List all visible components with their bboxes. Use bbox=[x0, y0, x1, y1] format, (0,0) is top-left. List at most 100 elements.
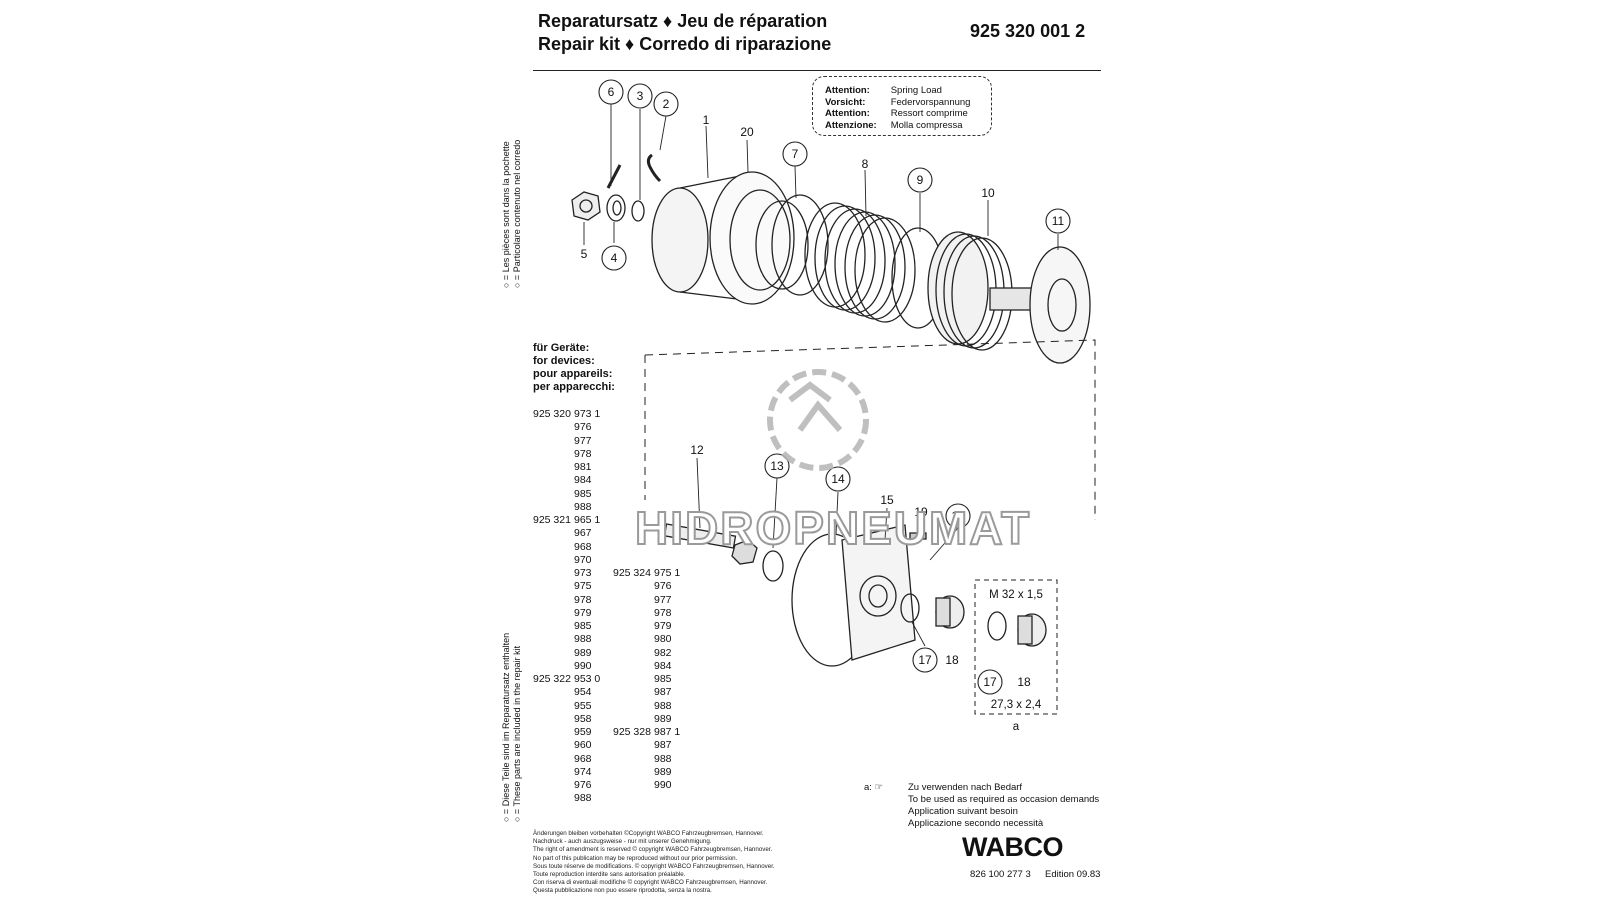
device-number: 990 bbox=[574, 659, 592, 672]
detail-oring-size: 27,3 x 2,4 bbox=[991, 699, 1042, 711]
legend-line: Zu verwenden nach Bedarf bbox=[908, 782, 1023, 793]
callout-18-detail: 18 bbox=[1017, 675, 1031, 689]
device-row: 976 bbox=[613, 580, 680, 593]
device-row: 960 bbox=[533, 739, 600, 752]
copyright-notice: Änderungen bleiben vorbehalten ©Copyrigh… bbox=[533, 830, 793, 896]
device-row: 985 bbox=[533, 620, 600, 633]
device-series-prefix: 925 324 bbox=[613, 567, 651, 579]
device-number: 977 bbox=[654, 593, 672, 606]
device-number: 979 bbox=[654, 620, 672, 632]
device-number: 985 bbox=[574, 620, 592, 632]
device-number: 955 bbox=[574, 699, 592, 712]
device-row: 988 bbox=[613, 700, 680, 713]
device-number: 959 bbox=[574, 726, 592, 738]
device-number: 988 bbox=[574, 500, 592, 513]
spring-8-part bbox=[804, 202, 916, 323]
device-number: 977 bbox=[574, 434, 592, 447]
device-series-prefix: 925 328 bbox=[613, 726, 651, 738]
piston-10-part bbox=[927, 231, 1041, 351]
device-number: 960 bbox=[574, 739, 592, 752]
callout-10: 10 bbox=[981, 186, 995, 200]
attention-value: Federvorspannung bbox=[890, 96, 971, 108]
device-row: 955 bbox=[533, 700, 600, 713]
device-row: 978 bbox=[533, 594, 600, 607]
callout-20: 20 bbox=[740, 125, 754, 139]
callout-1: 1 bbox=[703, 113, 710, 127]
edition-label: Edition 09.83 bbox=[1045, 869, 1101, 880]
copyright-line: No part of this publication may be repro… bbox=[533, 854, 738, 862]
device-number: 980 bbox=[654, 633, 672, 646]
device-number: 987 1 bbox=[654, 726, 681, 738]
title-line-1: Reparatursatz ♦ Jeu de réparation bbox=[538, 11, 828, 31]
callout-17: 17 bbox=[918, 653, 932, 667]
attention-value: Molla compressa bbox=[890, 119, 963, 131]
callout-6: 6 bbox=[608, 85, 615, 99]
device-number: 987 bbox=[654, 686, 672, 699]
device-number: 990 bbox=[654, 779, 672, 791]
device-number: 989 bbox=[574, 646, 592, 659]
wabco-logo: WABCO bbox=[962, 832, 1064, 862]
detail-a-label: a bbox=[1013, 721, 1020, 733]
device-number: 989 bbox=[654, 712, 672, 725]
device-row: 985 bbox=[533, 488, 600, 501]
device-row: 984 bbox=[613, 660, 680, 673]
callout-16: 16 bbox=[951, 509, 965, 523]
dashed-assembly-guide bbox=[644, 339, 1096, 520]
device-number: 976 bbox=[574, 421, 592, 434]
device-row: 989 bbox=[533, 647, 600, 660]
legend-line: Applicazione secondo necessità bbox=[908, 818, 1044, 829]
callout-19: 19 bbox=[914, 505, 928, 519]
device-number: 984 bbox=[574, 474, 592, 487]
device-row: 989 bbox=[613, 766, 680, 779]
legend: a: ☞ Zu verwenden nach Bedarf To be used… bbox=[864, 782, 1099, 830]
detail-oring-part bbox=[987, 611, 1007, 641]
device-row: 979 bbox=[613, 620, 680, 633]
pin-6-part bbox=[606, 164, 622, 189]
oring-13-part bbox=[762, 550, 784, 582]
device-row: 968 bbox=[533, 541, 600, 554]
device-series-prefix: 925 320 bbox=[533, 408, 571, 420]
device-row: 958 bbox=[533, 713, 600, 726]
copyright-line: Toute reproduction interdite sans autori… bbox=[533, 871, 686, 879]
part-callouts: 6 3 2 1 20 7 8 9 10 11 5 4 12 13 14 15 1… bbox=[581, 85, 1065, 733]
device-row: 984 bbox=[533, 474, 600, 487]
watermark-logo bbox=[767, 369, 869, 471]
device-number: 975 bbox=[574, 580, 592, 593]
cylinder-housing-part bbox=[651, 171, 809, 305]
device-row: 981 bbox=[533, 461, 600, 474]
bolt-12-part bbox=[663, 523, 758, 565]
device-number: 978 bbox=[654, 606, 672, 619]
device-number: 981 bbox=[574, 461, 592, 473]
device-number: 976 bbox=[654, 580, 672, 593]
device-row: 988 bbox=[613, 753, 680, 766]
callout-17-detail: 17 bbox=[983, 675, 997, 689]
kit-part-number: 925 320 001 2 bbox=[970, 21, 1086, 41]
device-row: 973 bbox=[533, 567, 600, 580]
device-row: 977 bbox=[533, 435, 600, 448]
callout-4: 4 bbox=[611, 251, 618, 265]
device-number: 987 bbox=[654, 739, 672, 752]
device-row: 978 bbox=[613, 607, 680, 620]
copyright-line: Sous toute réserve de modifications. © c… bbox=[533, 862, 775, 870]
callout-11: 11 bbox=[1052, 214, 1065, 228]
callout-7: 7 bbox=[792, 147, 799, 161]
document-title: Reparatursatz ♦ Jeu de réparation Repair… bbox=[538, 10, 831, 56]
device-row: 959 bbox=[533, 726, 600, 739]
device-number: 978 bbox=[574, 447, 592, 460]
device-row: 976 bbox=[533, 779, 600, 792]
devices-heading-en: for devices: bbox=[533, 355, 595, 367]
device-row: 967 bbox=[533, 527, 600, 540]
attention-label: Attenzione: bbox=[825, 119, 877, 131]
device-number: 958 bbox=[574, 712, 592, 725]
callout-2: 2 bbox=[663, 97, 670, 111]
device-row: 987 bbox=[613, 739, 680, 752]
callout-12: 12 bbox=[690, 443, 704, 457]
callout-15: 15 bbox=[880, 493, 894, 507]
ring-7-part bbox=[771, 194, 829, 296]
cover-15-part bbox=[841, 524, 916, 661]
device-number: 988 bbox=[574, 633, 592, 646]
device-number: 988 bbox=[654, 699, 672, 712]
